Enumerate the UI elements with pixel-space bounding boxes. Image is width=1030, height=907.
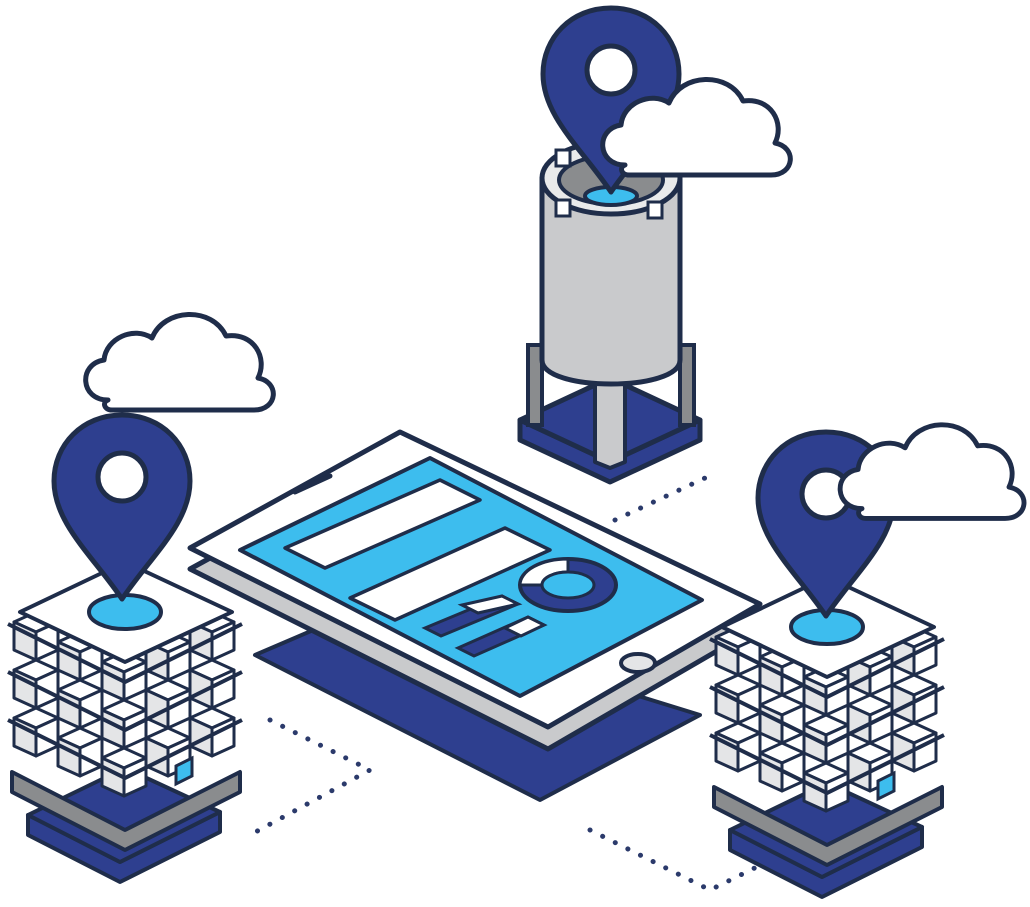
connection-dots (247, 475, 778, 893)
donut-chart-icon (518, 557, 618, 613)
ibc-tote-icon (7, 560, 243, 884)
tablet-icon (187, 429, 763, 802)
storage-tank-icon (517, 139, 703, 485)
cloud-icon (86, 314, 274, 410)
cloud-icon (840, 425, 1024, 519)
location-pin-icon (54, 415, 190, 599)
ibc-tote-icon (709, 575, 945, 899)
